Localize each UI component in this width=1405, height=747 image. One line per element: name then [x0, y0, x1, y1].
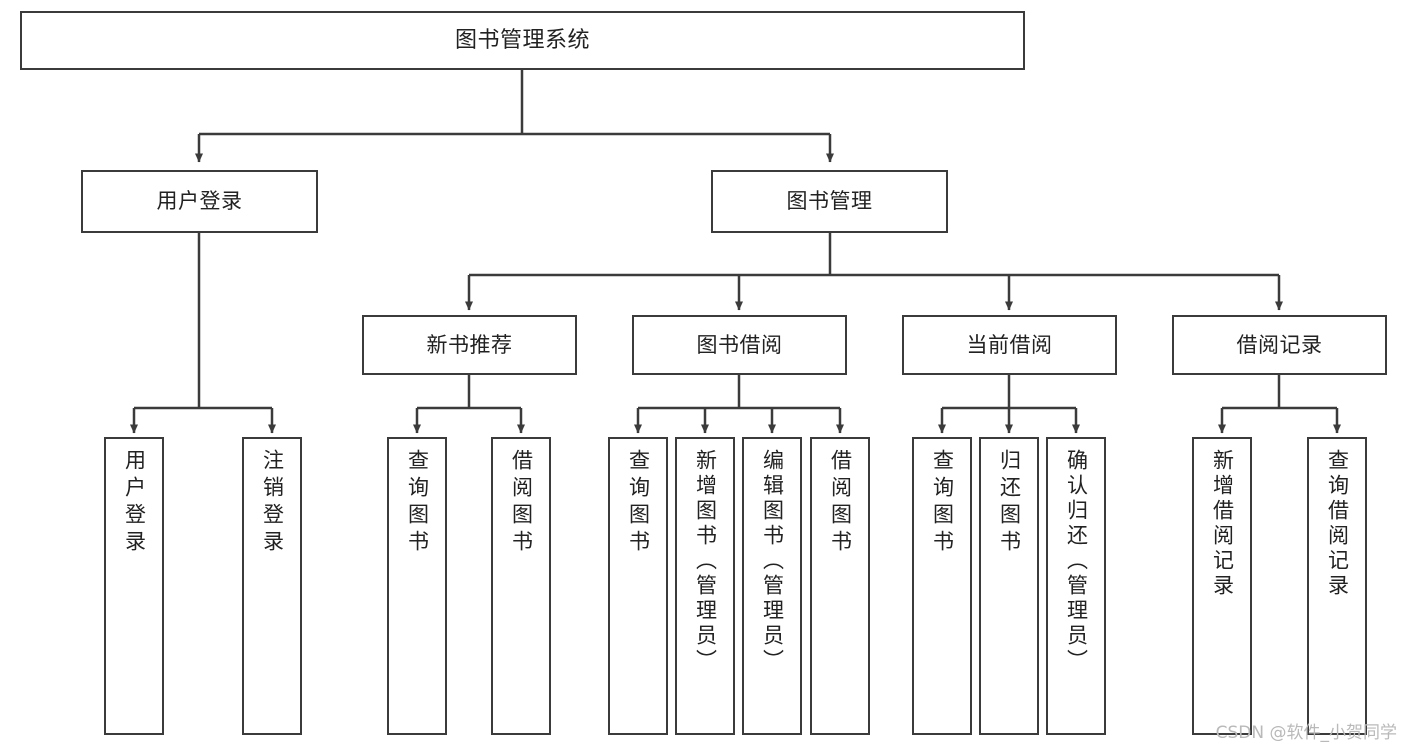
node-leaf-query-record[interactable]: 查询借阅记录: [1307, 437, 1367, 735]
node-leaf-user-login[interactable]: 用户登录: [104, 437, 164, 735]
node-label: 新书推荐: [426, 332, 513, 357]
node-label: 图书借阅: [696, 332, 783, 357]
node-label: 当前借阅: [966, 332, 1053, 357]
node-label: 用户登录: [122, 449, 147, 557]
node-label: 查询借阅记录: [1325, 449, 1350, 599]
node-user-login[interactable]: 用户登录: [81, 170, 318, 233]
watermark: CSDN @软件_小贺同学: [1215, 723, 1397, 743]
node-book-manage[interactable]: 图书管理: [711, 170, 948, 233]
node-leaf-add-record[interactable]: 新增借阅记录: [1192, 437, 1252, 735]
node-label: 图书管理系统: [454, 27, 590, 53]
node-borrow-record[interactable]: 借阅记录: [1172, 315, 1387, 375]
node-label: 新增借阅记录: [1210, 449, 1235, 599]
node-label: 图书管理: [786, 189, 873, 214]
node-leaf-user-logout[interactable]: 注销登录: [242, 437, 302, 735]
node-label: 查询图书: [930, 449, 955, 557]
node-label: 借阅图书: [509, 449, 534, 557]
node-label: 用户登录: [156, 189, 243, 214]
node-label: 编辑图书（管理员）: [760, 449, 785, 674]
node-label: 查询图书: [405, 449, 430, 557]
node-leaf-borrow-book-1[interactable]: 借阅图书: [491, 437, 551, 735]
node-label: 借阅图书: [828, 449, 853, 557]
node-label: 确认归还（管理员）: [1064, 449, 1089, 674]
node-label: 注销登录: [260, 449, 285, 557]
node-label: 借阅记录: [1236, 332, 1323, 357]
node-leaf-edit-book[interactable]: 编辑图书（管理员）: [742, 437, 802, 735]
node-root-system[interactable]: 图书管理系统: [20, 11, 1025, 70]
node-leaf-return-book[interactable]: 归还图书: [979, 437, 1039, 735]
node-book-borrow[interactable]: 图书借阅: [632, 315, 847, 375]
node-current-borrow[interactable]: 当前借阅: [902, 315, 1117, 375]
node-leaf-query-book-1[interactable]: 查询图书: [387, 437, 447, 735]
node-label: 查询图书: [626, 449, 651, 557]
node-label: 归还图书: [997, 449, 1022, 557]
node-leaf-query-book-3[interactable]: 查询图书: [912, 437, 972, 735]
node-leaf-add-book[interactable]: 新增图书（管理员）: [675, 437, 735, 735]
node-new-book-recommend[interactable]: 新书推荐: [362, 315, 577, 375]
node-leaf-query-book-2[interactable]: 查询图书: [608, 437, 668, 735]
node-leaf-confirm-return[interactable]: 确认归还（管理员）: [1046, 437, 1106, 735]
node-label: 新增图书（管理员）: [693, 449, 718, 674]
node-leaf-borrow-book-2[interactable]: 借阅图书: [810, 437, 870, 735]
